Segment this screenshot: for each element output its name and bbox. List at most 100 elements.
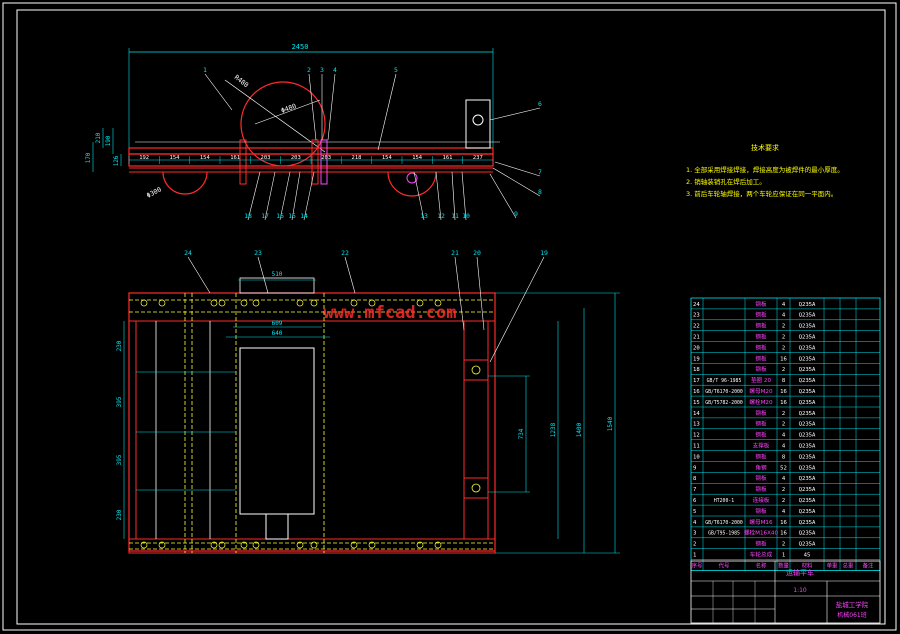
bolt-mark [350, 299, 358, 307]
parts-table-cell: 16 [780, 400, 787, 406]
parts-table-cell: 2 [782, 411, 785, 417]
part-callout: 9 [514, 210, 518, 218]
parts-table-header: 备注 [863, 561, 874, 569]
leader-line [291, 171, 301, 221]
length-dimension: 1540 [607, 416, 614, 431]
part-callout: 22 [341, 249, 349, 257]
parts-table-cell: 4 [782, 476, 786, 482]
leader-line [413, 171, 425, 221]
parts-table-cell: 钢板 [755, 354, 767, 362]
bolt-mark [368, 541, 376, 549]
overall-length-dimension: 2450 [292, 43, 309, 51]
parts-table-cell: 3 [693, 531, 696, 537]
leader-line [489, 256, 545, 363]
parts-table-cell: 角钢 [755, 463, 767, 471]
parts-table-cell: Q235A [799, 476, 816, 482]
segment-dimension: 203 [321, 155, 331, 161]
school-name: 盐城工学院 [836, 600, 869, 609]
class-name: 机械061班 [837, 611, 866, 619]
note-item: 2. 销轴装销孔在焊后加工。 [686, 177, 766, 186]
parts-table-cell: 螺栓M20 [749, 398, 773, 406]
parts-table-cell: 16 [780, 531, 787, 537]
bolt-mark [252, 299, 260, 307]
leader-line [303, 171, 315, 221]
parts-table-cell: Q235A [799, 400, 816, 406]
parts-table-cell: 2 [693, 542, 696, 548]
part-callout: 20 [473, 249, 481, 257]
parts-table-cell: 支撑板 [753, 442, 770, 450]
part-callout: 10 [462, 212, 470, 220]
parts-table-header: 序号 [692, 561, 703, 569]
leader-line [476, 256, 485, 331]
parts-table-cell: 4 [782, 433, 786, 439]
segment-dimension: 161 [443, 155, 453, 161]
parts-table-cell: 16 [693, 389, 700, 395]
parts-table-cell: 钢板 [755, 431, 767, 439]
length-dimension: 1400 [576, 422, 583, 437]
parts-table-cell: GB/T6170-2000 [705, 520, 743, 526]
bolt-mark [140, 299, 148, 307]
bolt-mark [368, 299, 376, 307]
spacing-dimension: 395 [116, 454, 123, 465]
part-callout: 7 [538, 168, 542, 176]
parts-table-cell: 钢板 [755, 507, 767, 515]
parts-table-cell: 钢板 [755, 300, 767, 308]
parts-table-header: 总重 [843, 561, 854, 569]
leader-line [494, 161, 541, 177]
parts-table-cell: 连接板 [753, 496, 770, 504]
spacing-dimension: 395 [116, 396, 123, 407]
parts-table-cell: 钢板 [755, 409, 767, 417]
parts-table-cell: GB/T 96-1985 [707, 378, 742, 384]
parts-table-cell: 钢板 [755, 343, 767, 351]
leader-line [344, 256, 356, 294]
segment-dimension: 154 [382, 155, 393, 161]
segment-dimension: 237 [473, 155, 483, 161]
parts-table-cell: 2 [782, 335, 785, 341]
part-callout: 13 [420, 212, 428, 220]
segment-dimension: 203 [261, 155, 271, 161]
parts-table-cell: 2 [782, 542, 785, 548]
parts-table-cell: 12 [693, 433, 700, 439]
parts-table-cell: GB/T5782-2000 [705, 400, 743, 406]
parts-table-cell: Q235A [799, 487, 816, 493]
wheel-diameter-label: Φ480 [280, 102, 298, 115]
parts-table-cell: 23 [693, 313, 700, 319]
parts-table-cell: Q235A [799, 498, 816, 504]
leader-line [435, 171, 442, 221]
parts-table-cell: 8 [782, 378, 786, 384]
parts-table-header: 数量 [778, 561, 789, 569]
parts-table-cell: 2 [782, 422, 785, 428]
parts-table-cell: HT200-1 [714, 498, 734, 504]
part-callout: 18 [244, 212, 252, 220]
width-dimension: 640 [272, 330, 283, 337]
parts-table-header: 单重 [827, 561, 838, 569]
parts-table-cell: 2 [782, 345, 785, 351]
note-item: 3. 前后车轮轴焊接，两个车轮应保证在同一平面内。 [686, 189, 837, 198]
drawing-scale: 1:10 [793, 587, 807, 594]
title-block: 运输平车 1:10 盐城工学院 机械061班 [690, 560, 881, 624]
part-callout: 6 [538, 100, 542, 108]
leader-line [492, 167, 541, 197]
leader-line [247, 171, 261, 221]
bolt-mark [210, 541, 218, 549]
parts-table-cell: 垫圈 20 [751, 376, 772, 384]
bolt-mark [310, 299, 318, 307]
part-callout: 21 [451, 249, 459, 257]
leader-line [327, 73, 336, 141]
parts-table-cell: 1 [693, 553, 696, 559]
part-callout: 8 [538, 188, 542, 196]
parts-table-cell: 钢板 [755, 333, 767, 341]
bolt-mark [310, 541, 318, 549]
parts-table-cell: 8 [693, 476, 697, 482]
parts-table-cell: 钢板 [755, 474, 767, 482]
parts-table-cell: 5 [693, 509, 696, 515]
parts-table-cell: 20 [693, 345, 700, 351]
bolt-mark [158, 299, 166, 307]
technical-requirements: 技术要求 1. 全部采用焊接焊接，焊接高度为被焊件的最小厚度。2. 销轴装销孔在… [686, 143, 844, 198]
bolt-mark [434, 299, 442, 307]
part-callout: 12 [437, 212, 445, 220]
part-callout: 1 [203, 66, 207, 74]
parts-table-cell: 45 [804, 553, 811, 559]
parts-table-cell: 16 [780, 356, 787, 362]
